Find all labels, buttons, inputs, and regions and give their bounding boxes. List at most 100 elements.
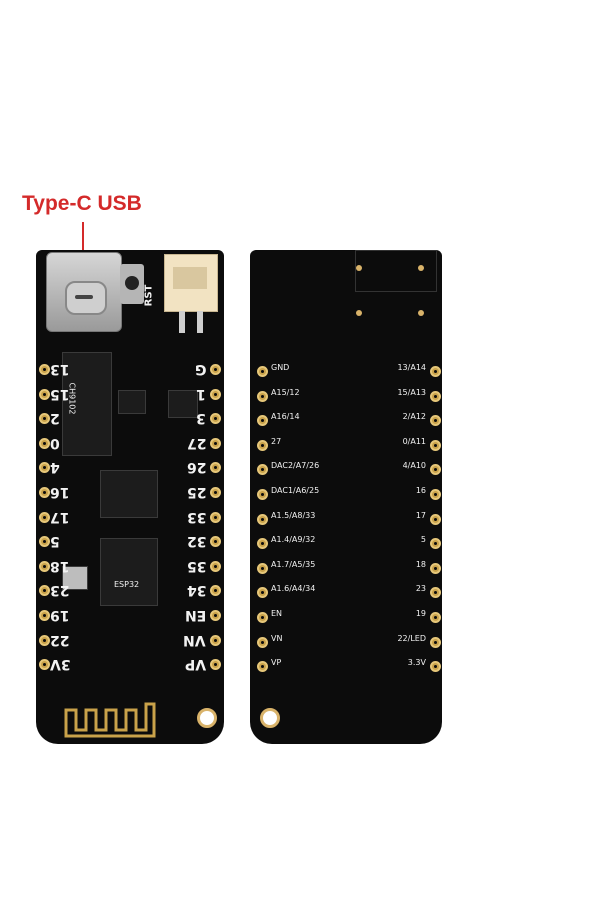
pin-label-back-right: 5 <box>420 535 426 545</box>
back-board <box>250 250 442 744</box>
usb-c-connector <box>46 252 122 332</box>
pin-pad-front-right <box>210 511 221 523</box>
pin-pad-front-left <box>39 560 50 572</box>
pin-pad-back-left <box>257 636 268 648</box>
pin-pad-front-right <box>210 487 221 498</box>
pin-pad-front-left <box>39 364 50 375</box>
pin-pad-back-left <box>257 587 268 599</box>
reset-label: RST <box>143 284 155 307</box>
battery-connector <box>164 254 218 333</box>
pin-label-front-right: 27 <box>186 434 206 451</box>
pin-pad-front-left <box>39 610 50 621</box>
pin-label-back-right: 3.3V <box>407 658 426 668</box>
usb-serial-chip <box>62 352 112 456</box>
pin-pad-front-right <box>210 462 221 474</box>
reset-button <box>120 264 144 304</box>
pin-pad-front-left <box>39 585 50 597</box>
pin-label-front-left: 3V <box>50 656 71 673</box>
pin-label-front-left: 23 <box>50 582 70 599</box>
pin-label-front-left: 18 <box>50 557 70 574</box>
pin-pad-back-left <box>257 513 268 525</box>
pin-label-back-left: A1.7/A5/35 <box>271 559 316 569</box>
pin-label-front-left: 22 <box>50 631 70 648</box>
flash-chip <box>100 470 158 518</box>
pin-pad-back-right <box>430 562 441 574</box>
via <box>418 265 424 271</box>
pin-pad-front-left <box>39 634 50 646</box>
pin-label-front-left: 17 <box>50 508 70 525</box>
pin-label-back-left: A16/14 <box>271 412 300 422</box>
pin-label-back-left: VP <box>271 658 282 668</box>
pin-label-back-right: 4/A10 <box>402 461 426 471</box>
pin-pad-front-right <box>210 536 221 548</box>
pin-label-back-right: 16 <box>415 486 426 495</box>
pin-pad-back-right <box>430 661 441 673</box>
pin-label-back-left: A1.4/A9/32 <box>271 535 316 545</box>
pin-pad-back-right <box>430 439 441 451</box>
mounting-hole <box>260 708 280 728</box>
pin-pad-back-left <box>257 439 268 451</box>
pin-pad-back-right <box>430 489 441 500</box>
antenna-trace <box>64 702 156 738</box>
pin-pad-back-right <box>430 390 441 402</box>
via <box>418 310 424 316</box>
pin-label-front-left: 5 <box>50 533 60 550</box>
pin-label-front-right: 3 <box>196 410 206 427</box>
pin-pad-back-right <box>430 464 441 476</box>
reset-button-cap <box>125 276 139 290</box>
pin-label-front-right: 33 <box>186 508 206 525</box>
pin-label-front-left: 15 <box>50 385 70 402</box>
pin-pad-back-left <box>257 390 268 402</box>
pin-label-back-left: DAC1/A6/25 <box>271 486 320 495</box>
pin-pad-front-left <box>39 536 50 548</box>
pin-pad-front-right <box>210 585 221 597</box>
pin-label-front-left: 19 <box>50 607 70 623</box>
pin-label-back-right: 0/A11 <box>402 436 426 446</box>
pin-pad-back-left <box>257 415 268 427</box>
pin-label-front-right: 1 <box>196 385 206 402</box>
pin-pad-front-right <box>210 388 221 400</box>
pin-pad-front-left <box>39 487 50 498</box>
pin-label-back-left: A1.6/A4/34 <box>271 584 316 594</box>
via <box>356 265 362 271</box>
pin-label-front-left: 16 <box>50 484 70 500</box>
pin-pad-back-right <box>430 636 441 648</box>
pin-label-front-right: G <box>194 361 207 377</box>
pin-pad-front-left <box>39 437 50 449</box>
pin-label-front-right: 25 <box>186 484 206 500</box>
pin-label-back-right: 18 <box>415 559 426 569</box>
pin-label-front-right: VP <box>184 656 206 673</box>
callout-label: Type-C USB <box>22 192 142 215</box>
pin-label-back-left: DAC2/A7/26 <box>271 461 320 471</box>
pin-pad-back-left <box>257 612 268 623</box>
regulator <box>168 390 198 418</box>
pin-label-back-right: 22/LED <box>397 633 426 643</box>
pin-label-back-right: 15/A13 <box>397 387 426 397</box>
pin-pad-front-right <box>210 560 221 572</box>
pin-pad-back-right <box>430 415 441 427</box>
pin-label-front-left: 13 <box>50 361 70 377</box>
pin-label-front-right: 32 <box>186 533 206 550</box>
battery-connector-pin <box>197 311 203 333</box>
pin-pad-back-left <box>257 489 268 500</box>
pin-label-back-left: VN <box>271 633 283 643</box>
via <box>356 310 362 316</box>
usb-c-slot <box>75 295 93 299</box>
pin-pad-front-right <box>210 659 221 671</box>
pin-pad-back-left <box>257 366 268 377</box>
pcb-antenna <box>64 702 156 738</box>
pin-label-front-right: 34 <box>186 582 206 599</box>
back-connector-outline <box>355 250 437 292</box>
pin-pad-back-right <box>430 538 441 550</box>
pin-pad-back-right <box>430 366 441 377</box>
pin-pad-back-left <box>257 538 268 550</box>
pin-label-back-left: 27 <box>271 436 282 446</box>
pin-pad-back-left <box>257 562 268 574</box>
pin-label-back-left: A1.5/A8/33 <box>271 510 316 520</box>
pin-label-front-left: 2 <box>50 410 60 427</box>
pin-label-back-right: 2/A12 <box>402 412 426 422</box>
pin-label-back-left: GND <box>271 363 290 372</box>
pin-label-back-left: A15/12 <box>271 387 300 397</box>
pin-pad-back-left <box>257 464 268 476</box>
pin-pad-front-right <box>210 437 221 449</box>
